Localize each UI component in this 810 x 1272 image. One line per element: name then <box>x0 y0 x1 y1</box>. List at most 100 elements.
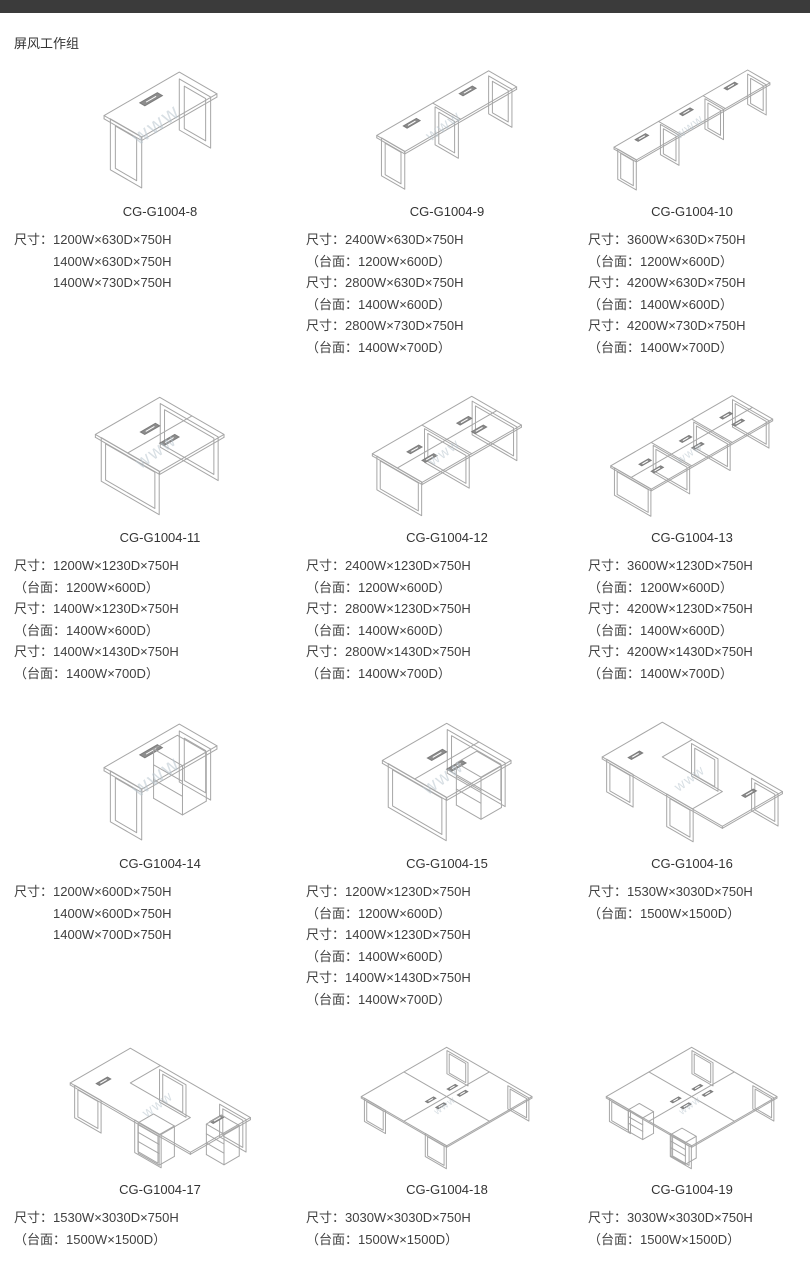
spec-line: （台面：1400W×700D） <box>588 339 733 355</box>
product-specs: 尺寸：3030W×3030D×750H（台面：1500W×1500D） <box>588 1207 796 1250</box>
product-specs: 尺寸：1200W×1230D×750H （台面：1200W×600D） 尺寸：140… <box>14 555 306 684</box>
product-code: CG-G1004-10 <box>651 204 733 219</box>
product-card: wwwCG-G1004-10 尺寸：3600W×630D×750H （台面：1200… <box>588 54 796 358</box>
spec-line: 尺寸：1200W×600D×750H <box>14 884 172 899</box>
product-code: CG-G1004-19 <box>651 1182 733 1197</box>
spec-line: 尺寸：4200W×630D×750H <box>588 275 746 290</box>
spec-line: （台面：1200W×600D） <box>14 579 159 595</box>
desk-drawing-svg: www <box>91 393 228 519</box>
desk-drawing-svg: www <box>611 67 773 193</box>
product-illustration: www <box>306 718 588 846</box>
product-illustration: www <box>588 1044 796 1172</box>
product-code: CG-G1004-9 <box>409 204 485 219</box>
spec-line: 尺寸：1400W×1230D×750H <box>306 927 471 942</box>
spec-line: 尺寸：4200W×1230D×750H <box>588 601 753 616</box>
product-grid: wwwCG-G1004-8尺寸：1200W×630D×750H1400W×630… <box>14 54 796 1272</box>
spec-line: 尺寸：1200W×630D×750H <box>14 232 172 247</box>
product-card: wwwCG-G1004-19 尺寸：3030W×3030D×750H（台面：150… <box>588 1032 796 1250</box>
product-card: wwwCG-G1004-14 尺寸：1200W×600D×750H 1400W×60… <box>14 706 306 1010</box>
spec-line: 尺寸：1400W×1230D×750H <box>14 601 179 616</box>
product-card: wwwCG-G1004-11 尺寸：1200W×1230D×750H （台面：120… <box>14 380 306 684</box>
desk-drawing-svg: www <box>359 1045 534 1171</box>
product-card: wwwCG-G1004-16 尺寸：1530W×3030D×750H （台面：150… <box>588 706 796 1010</box>
spec-line: 尺寸：1400W×1430D×750H <box>306 970 471 985</box>
desk-drawing-svg: www <box>373 67 520 193</box>
product-specs: 尺寸：3030W×3030D×750H（台面：1500W×1500D） <box>306 1207 588 1250</box>
desk-drawing-svg: www <box>99 67 222 193</box>
catalog-page: 屏风工作组 wwwCG-G1004-8尺寸：1200W×630D×750H140… <box>0 13 810 1272</box>
product-code: CG-G1004-17 <box>119 1182 201 1197</box>
spec-line: （台面：1200W×600D） <box>306 905 451 921</box>
spec-line: （台面：1400W×600D） <box>306 296 451 312</box>
product-code: CG-G1004-15 <box>406 856 488 871</box>
spec-line: （台面：1400W×600D） <box>588 622 733 638</box>
product-illustration: www <box>14 392 306 520</box>
product-specs: 尺寸：1200W×1230D×750H（台面：1200W×600D）尺寸：140… <box>306 881 588 1010</box>
spec-line: （台面：1400W×600D） <box>588 296 733 312</box>
spec-line: 1400W×630D×750H <box>53 253 172 269</box>
product-code: CG-G1004-18 <box>406 1182 488 1197</box>
spec-line: 尺寸：1400W×1430D×750H <box>14 644 179 659</box>
spec-line: （台面：1400W×600D） <box>306 948 451 964</box>
product-specs: 尺寸：1530W×3030D×750H （台面：1500W×1500D） <box>588 881 796 924</box>
product-card: wwwCG-G1004-12 尺寸：2400W×1230D×750H （台面：120… <box>306 380 588 684</box>
spec-line: 尺寸：2400W×630D×750H <box>306 232 464 247</box>
product-card: wwwCG-G1004-8 尺寸：1200W×630D×750H 1400W×630… <box>14 54 306 358</box>
spec-line: （台面：1400W×700D） <box>588 665 733 681</box>
watermark: www <box>670 761 708 795</box>
spec-line: 尺寸：1200W×1230D×750H <box>14 558 179 573</box>
desk-drawing-svg: www <box>378 719 515 845</box>
product-illustration: www <box>14 66 306 194</box>
product-code: CG-G1004-11 <box>119 530 201 545</box>
spec-line: 尺寸：2800W×1430D×750H <box>306 644 471 659</box>
product-code: CG-G1004-14 <box>119 856 201 871</box>
product-card: wwwCG-G1004-17 尺寸：1530W×3030D×750H （台面：150… <box>14 1032 306 1250</box>
product-illustration: www <box>306 66 588 194</box>
watermark: www <box>126 98 185 150</box>
spec-line: （台面：1500W×1500D） <box>14 1231 167 1247</box>
product-illustration: www <box>14 718 306 846</box>
product-card: wwwCG-G1004-15 尺寸：1200W×1230D×750H（台面：120… <box>306 706 588 1010</box>
watermark: www <box>425 436 464 470</box>
watermark: www <box>674 439 706 467</box>
spec-line: （台面：1400W×700D） <box>306 665 451 681</box>
spec-line: 尺寸：3600W×1230D×750H <box>588 558 753 573</box>
spec-line: （台面：1500W×1500D） <box>306 1231 459 1247</box>
watermark: www <box>126 750 185 802</box>
spec-line: 尺寸：1530W×3030D×750H <box>588 884 753 899</box>
spec-line: （台面：1500W×1500D） <box>588 905 741 921</box>
spec-line: 尺寸：1530W×3030D×750H <box>14 1210 179 1225</box>
product-specs: 尺寸：1530W×3030D×750H （台面：1500W×1500D） <box>14 1207 306 1250</box>
product-illustration: www <box>588 392 796 520</box>
product-illustration: www <box>306 1044 588 1172</box>
product-card: wwwCG-G1004-9尺寸：2400W×630D×750H（台面：1200W… <box>306 54 588 358</box>
desk-drawing-svg: www <box>67 1045 254 1171</box>
spec-line: （台面：1400W×600D） <box>306 622 451 638</box>
spec-line: （台面：1200W×600D） <box>588 253 733 269</box>
product-code: CG-G1004-12 <box>406 530 488 545</box>
page-title: 屏风工作组 <box>14 36 80 51</box>
spec-line: 尺寸：2800W×1230D×750H <box>306 601 471 616</box>
spec-line: 1400W×600D×750H <box>53 905 172 921</box>
product-card: wwwCG-G1004-18 尺寸：3030W×3030D×750H（台面：150… <box>306 1032 588 1250</box>
watermark: www <box>671 111 706 142</box>
product-code: CG-G1004-8 <box>122 204 198 219</box>
spec-line: 尺寸：2400W×1230D×750H <box>306 558 471 573</box>
spec-line: 尺寸：2800W×630D×750H <box>306 275 464 290</box>
spec-line: 尺寸：4200W×730D×750H <box>588 318 746 333</box>
spec-line: （台面：1200W×600D） <box>588 579 733 595</box>
desk-drawing-svg: www <box>608 393 775 519</box>
desk-drawing-svg: www <box>369 393 525 519</box>
desk-drawing-svg: www <box>99 719 222 845</box>
spec-line: 尺寸：3600W×630D×750H <box>588 232 746 247</box>
product-code: CG-G1004-16 <box>651 856 733 871</box>
product-illustration: www <box>306 392 588 520</box>
spec-line: 尺寸：2800W×730D×750H <box>306 318 464 333</box>
spec-line: （台面：1400W×700D） <box>306 991 451 1007</box>
spec-line: （台面：1200W×600D） <box>306 579 451 595</box>
product-code: CG-G1004-13 <box>651 530 733 545</box>
product-illustration: www <box>588 66 796 194</box>
spec-line: （台面：1400W×700D） <box>14 665 159 681</box>
product-card: wwwCG-G1004-13 尺寸：3600W×1230D×750H （台面：120… <box>588 380 796 684</box>
